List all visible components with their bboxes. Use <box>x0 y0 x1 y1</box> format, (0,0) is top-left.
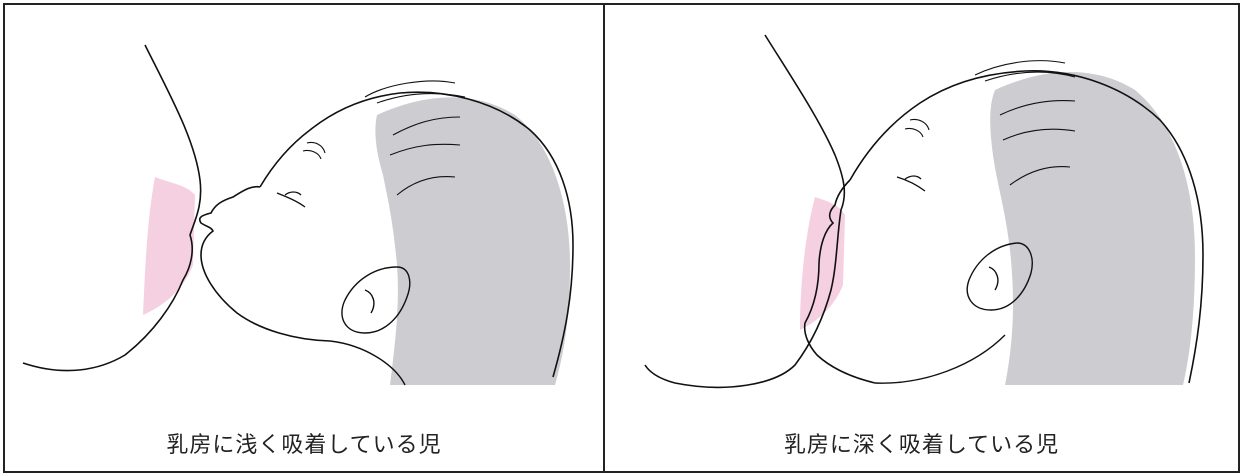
baby-head-outline <box>259 91 574 378</box>
baby-ear <box>966 242 1033 311</box>
baby-eye <box>276 191 306 208</box>
breast-tint <box>143 177 195 315</box>
illustration-shallow-latch <box>22 44 574 386</box>
panel-shallow-latch: 乳房に浅く吸着している児 <box>5 5 603 471</box>
caption-shallow-latch: 乳房に浅く吸着している児 <box>166 433 442 458</box>
panel-divider <box>603 3 605 473</box>
baby-face-outline <box>198 185 331 342</box>
baby-jaw <box>329 340 406 386</box>
breast-outline <box>644 34 846 389</box>
baby-eye <box>896 175 926 192</box>
panel-deep-latch: 乳房に深く吸着している児 <box>605 5 1238 471</box>
baby-head-outline <box>849 70 1204 384</box>
baby-jaw <box>874 334 1006 384</box>
breast-outline <box>22 44 202 372</box>
hair-strands <box>974 60 1076 186</box>
hair-shade <box>990 71 1195 386</box>
baby-brow <box>904 118 930 138</box>
figure-border <box>3 3 1240 473</box>
baby-ear <box>341 266 411 334</box>
hair-shade <box>375 97 570 385</box>
breast-tint <box>800 197 845 330</box>
baby-face-outline <box>803 179 876 384</box>
hair-strands <box>364 80 466 196</box>
caption-deep-latch: 乳房に深く吸着している児 <box>783 433 1060 458</box>
illustration-deep-latch <box>644 34 1204 389</box>
baby-brow <box>302 141 326 160</box>
